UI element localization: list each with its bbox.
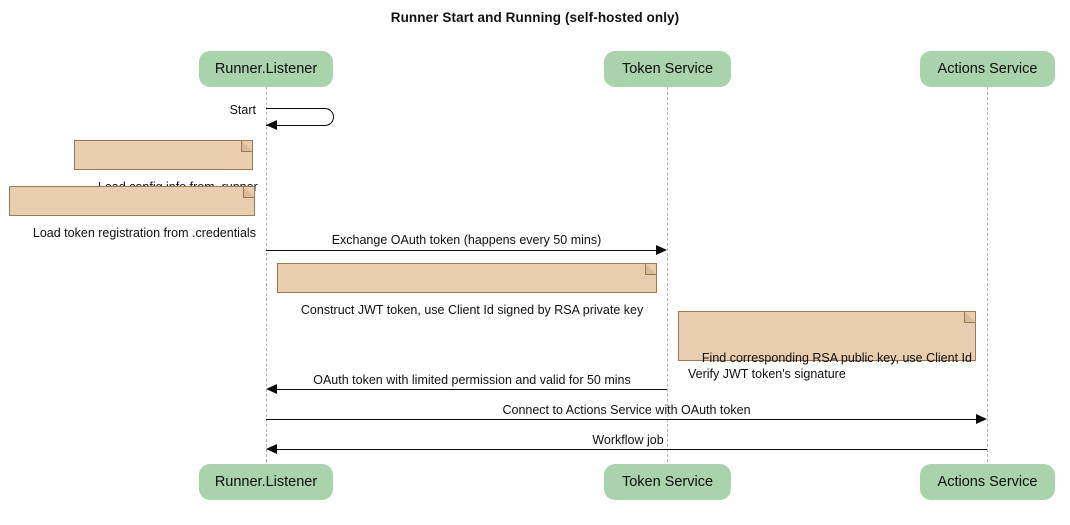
participant-runner-listener-bottom[interactable]: Runner.Listener xyxy=(199,464,333,500)
participant-token-service-top[interactable]: Token Service xyxy=(604,51,731,87)
note-text: Load token registration from .credential… xyxy=(32,226,256,240)
message-label-connect-actions-service: Connect to Actions Service with OAuth to… xyxy=(502,403,751,417)
participant-runner-listener-top[interactable]: Runner.Listener xyxy=(199,51,333,87)
message-label-workflow-job: Workflow job xyxy=(592,433,664,447)
participant-label: Actions Service xyxy=(937,474,1038,490)
message-label-start: Start xyxy=(229,103,256,117)
message-arrowhead-exchange-oauth-token xyxy=(656,245,667,255)
note-load-token-registration: Load token registration from .credential… xyxy=(9,186,256,240)
participant-label: Token Service xyxy=(621,474,714,490)
lifeline-token xyxy=(667,87,668,462)
message-arrowhead-workflow-job xyxy=(266,444,277,454)
note-text: Find corresponding RSA public key, use C… xyxy=(688,351,972,381)
message-line-oauth-token-response xyxy=(277,389,667,390)
note-text: Construct JWT token, use Client Id signe… xyxy=(300,303,644,317)
note-construct-jwt: Construct JWT token, use Client Id signe… xyxy=(277,263,657,317)
message-line-connect-actions-service xyxy=(266,419,976,420)
message-arrowhead-connect-actions-service xyxy=(976,414,987,424)
participant-label: Runner.Listener xyxy=(214,474,318,490)
participant-token-service-bottom[interactable]: Token Service xyxy=(604,464,731,500)
note-fold-icon xyxy=(645,263,657,275)
note-fold-icon xyxy=(964,311,976,323)
message-arrowhead-oauth-token-response xyxy=(266,384,277,394)
participant-label: Token Service xyxy=(621,61,714,77)
message-label-oauth-token-response: OAuth token with limited permission and … xyxy=(313,373,631,387)
note-fold-icon xyxy=(243,186,255,198)
participant-label: Runner.Listener xyxy=(214,61,318,77)
message-line-workflow-job xyxy=(277,449,987,450)
message-line-exchange-oauth-token xyxy=(266,250,656,251)
message-selfloop-start xyxy=(266,108,334,126)
lifeline-runner xyxy=(266,87,267,462)
participant-actions-service-top[interactable]: Actions Service xyxy=(920,51,1055,87)
message-label-exchange-oauth-token: Exchange OAuth token (happens every 50 m… xyxy=(331,233,602,247)
participant-label: Actions Service xyxy=(937,61,1038,77)
note-verify-jwt: Find corresponding RSA public key, use C… xyxy=(678,311,976,381)
note-fold-icon xyxy=(241,140,253,152)
message-arrowhead-start xyxy=(266,120,277,130)
participant-actions-service-bottom[interactable]: Actions Service xyxy=(920,464,1055,500)
diagram-title: Runner Start and Running (self-hosted on… xyxy=(390,10,680,25)
lifeline-actions xyxy=(987,87,988,462)
note-load-config: Load config info from .runner xyxy=(74,140,258,194)
